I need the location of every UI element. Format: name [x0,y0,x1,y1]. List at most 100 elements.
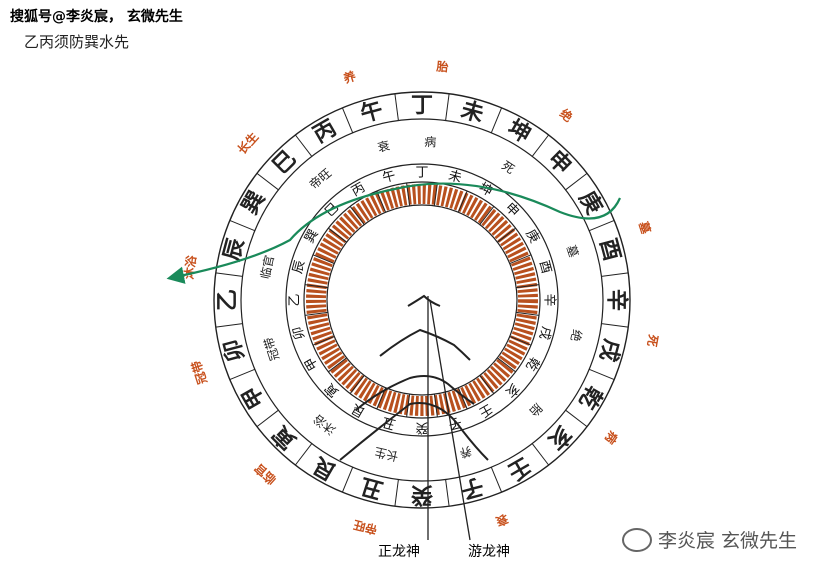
outer-ring-inner-border [240,118,604,482]
middle-ring-divider [349,375,365,394]
outer-ring-char: 巳 [268,146,301,179]
middle-ring-divider [497,357,516,373]
middle-ring-inner-border [303,181,541,419]
outer-ring-divider [215,323,243,328]
outer-ring-divider [589,368,615,381]
wechat-icon [622,527,652,552]
outer-ring-divider [295,443,313,466]
middle-ring-char: 丙 [349,180,368,199]
life-stage-outer: 养 [341,68,358,86]
outer-ring-border [213,91,631,509]
zheng-longshen-label: 正龙神 [378,544,420,560]
middle-ring-dividers [304,182,540,418]
life-stage-inner: 沐浴 [311,412,339,438]
header-subtitle: 乙丙须防巽水先 [24,33,130,51]
middle-ring-divider [304,311,328,316]
life-stage-outer: 帝旺 [352,517,379,537]
middle-ring-char: 癸 [415,420,428,435]
middle-ring-char: 卯 [290,325,308,341]
mountain-peak-1 [407,294,441,307]
life-stage-inner: 冠带 [261,335,282,362]
outer-ring-divider [394,479,399,507]
outer-ring-divider [394,93,399,121]
outer-ring-char: 寅 [267,421,301,455]
mountain-peak-2 [379,328,471,361]
middle-ring-divider [433,182,438,206]
life-stage-outer: 病 [602,429,621,448]
outer-ring-divider [229,368,255,381]
mountain-peak-4 [339,402,489,461]
middle-ring-divider [457,387,468,410]
outer-ring-char: 申 [543,146,576,179]
middle-ring-divider [312,254,335,265]
outer-ring-divider [531,443,549,466]
outer-ring-characters: 丙午丁未坤申庚酉辛戌乾亥壬子癸丑艮寅甲卯乙辰巽巳 [216,94,630,508]
life-stage-outer: 死 [644,333,660,347]
mountain-peak-3 [355,375,475,411]
middle-ring-divider [376,190,387,213]
middle-ring-char: 壬 [476,400,495,419]
outer-ring-divider [601,323,629,328]
outer-ring-char: 丙 [309,116,341,149]
rings [213,91,631,509]
orange-band [306,184,538,416]
watermark-text: 李炎宸 玄微先生 [658,530,798,552]
outer-ring-char: 亥 [543,421,577,455]
middle-ring-char: 酉 [536,259,554,275]
outer-ring-char: 壬 [503,452,535,485]
outer-ring-divider [215,272,243,277]
middle-ring-divider [328,227,347,243]
middle-ring-char: 乙 [288,293,303,306]
you-longshen-label: 游龙神 [468,544,510,560]
outer-ring-divider [490,107,503,133]
middle-ring-divider [516,284,540,289]
you-longshen-line [429,299,471,541]
outer-ring-divider [256,409,279,427]
middle-ring-char: 寅 [322,380,343,401]
life-stage-inner: 死 [499,158,517,176]
outer-ring-char: 乾 [574,381,608,413]
mountain-shapes [339,294,489,461]
outer-ring-divider [601,272,629,277]
life-stage-inner: 胎 [526,401,544,419]
middle-ring-divider [509,254,532,265]
outer-ring-divider [295,134,313,157]
outer-ring-char: 辛 [604,289,630,311]
middle-ring-char: 甲 [302,354,321,373]
middle-ring-divider [457,190,468,213]
outer-ring-char: 乙 [216,289,241,311]
life-stage-inner: 养 [458,444,474,462]
middle-ring-char: 坤 [476,180,495,199]
life-stage-inner: 长生 [373,444,400,463]
outer-ring-char: 午 [358,97,386,128]
middle-ring-char: 亥 [502,380,522,400]
life-stage-outer: 墓 [636,219,655,237]
middle-ring-divider [497,227,516,243]
outer-ring-divider [490,467,503,493]
inner-circle-border [326,204,518,396]
middle-ring-char: 乾 [522,354,541,373]
green-flow-line [166,182,622,284]
life-stage-outer: 长生 [234,129,261,157]
watermark: 李炎宸 玄微先生 [622,526,797,553]
life-stage-inner: 墓 [564,243,581,259]
outer-ring-dividers [215,93,629,507]
life-stage-outer: 绝 [557,106,576,125]
outer-ring-divider [229,219,255,232]
middle-ring-divider [479,375,495,394]
middle-ring-char: 辛 [542,293,557,306]
life-stage-inner: 病 [424,134,437,150]
life-stage-outer: 临官 [251,461,279,488]
outer-ring-divider [589,219,615,232]
life-stage-inner: 绝 [568,328,585,343]
life-stage-inner: 帝旺 [306,165,334,192]
middle-ring-divider [304,284,328,289]
outer-ring-char: 癸 [410,482,434,508]
middle-ring-char: 午 [381,168,397,186]
middle-ring-divider [349,206,365,225]
life-stage-outer: 冠带 [188,359,210,386]
outer-ring-char: 坤 [503,116,535,149]
header-title: 搜狐号@李炎宸， 玄微先生 [10,9,183,25]
middle-ring-char: 戌 [536,325,554,341]
